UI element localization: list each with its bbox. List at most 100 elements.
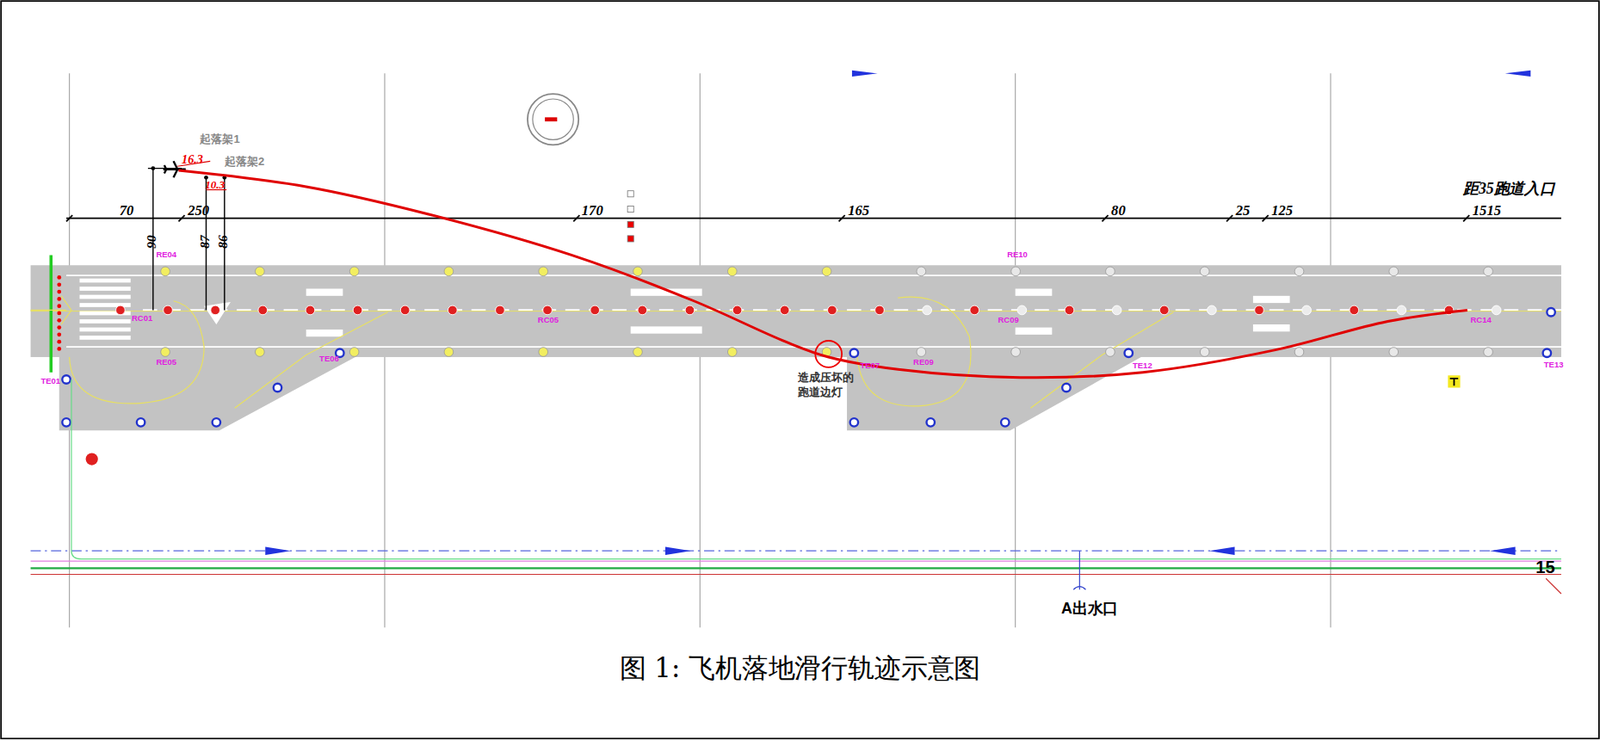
windsock xyxy=(544,117,557,122)
dimension-label: 距35跑道入口 xyxy=(1463,181,1556,198)
dimension-tick xyxy=(66,215,73,222)
figure-caption: 图 1: 飞机落地滑行轨迹示意图 xyxy=(0,654,1600,682)
taxiway xyxy=(846,355,1145,432)
outlet-leader xyxy=(1073,586,1086,591)
dimension-tick xyxy=(839,215,846,222)
marker-square xyxy=(627,205,634,212)
threshold-stripe xyxy=(79,335,130,340)
taxiway xyxy=(59,355,360,432)
light-id: RE04 xyxy=(155,251,177,260)
centerline-light xyxy=(1491,305,1502,316)
taxiway-light xyxy=(1124,348,1133,357)
taxiway-light xyxy=(61,375,70,384)
edge-light xyxy=(633,266,643,277)
centerline-light xyxy=(305,305,316,316)
threshold-light xyxy=(56,290,62,295)
edge-light xyxy=(1389,266,1399,277)
centerline-light xyxy=(400,305,410,316)
runway-marking xyxy=(630,326,703,334)
damage-circle xyxy=(815,340,842,368)
centerline-light xyxy=(352,305,363,316)
dimension-label: 1515 xyxy=(1472,203,1502,219)
edge-light xyxy=(727,266,737,277)
threshold-light xyxy=(56,303,62,309)
annotation: 造成压坏的 跑道边灯 xyxy=(797,370,858,400)
light-id: TE07 xyxy=(859,362,880,371)
windsock xyxy=(532,98,574,140)
taxiway-light xyxy=(212,418,221,427)
dimension-tick xyxy=(1262,215,1269,222)
taxiway-light xyxy=(850,348,859,357)
threshold-light xyxy=(56,296,62,302)
windsock xyxy=(527,93,579,145)
light-id: TE12 xyxy=(1132,362,1153,371)
dimension-label: 16.3 xyxy=(181,153,204,166)
edge-light xyxy=(538,347,549,358)
taxiway-light xyxy=(61,418,70,427)
direction-flag xyxy=(852,70,878,77)
centerline-light xyxy=(543,305,553,316)
marker-square xyxy=(627,235,634,242)
threshold-stripe xyxy=(79,319,130,324)
edge-light xyxy=(444,347,454,358)
marker-square xyxy=(627,191,634,198)
centerline-light xyxy=(779,305,790,316)
pipe-line xyxy=(71,379,1562,560)
centerline-light xyxy=(922,305,933,316)
dimension-label: 87 xyxy=(197,234,211,248)
light-id: RC05 xyxy=(537,316,559,325)
taxiway-light xyxy=(1062,383,1070,392)
flow-arrow xyxy=(665,546,692,555)
centerline-light xyxy=(1017,305,1027,316)
light-id: RC14 xyxy=(1470,316,1491,325)
edge-light xyxy=(1389,347,1399,358)
sign-icon xyxy=(1447,375,1460,388)
edge-light xyxy=(1294,347,1304,358)
centerline-light xyxy=(637,305,648,316)
centerline-light xyxy=(1111,305,1122,316)
threshold-light xyxy=(56,333,62,338)
threshold-light xyxy=(56,325,62,330)
dimension-label: 125 xyxy=(1271,203,1293,219)
threshold-light xyxy=(56,282,62,287)
taxiway-light xyxy=(136,418,145,427)
dimension-label: 86 xyxy=(216,234,229,248)
light-id: TE13 xyxy=(1544,361,1564,370)
light-id: RE09 xyxy=(913,358,934,367)
runway-marking xyxy=(1253,296,1291,303)
runway-marking xyxy=(306,289,344,297)
dimension-label: 250 xyxy=(187,203,210,219)
centerline-light xyxy=(1159,305,1169,316)
light-id: RC09 xyxy=(998,316,1020,325)
threshold-light xyxy=(56,275,62,280)
edge-light xyxy=(255,266,266,277)
runway-marking xyxy=(1015,327,1053,335)
edge-light xyxy=(1483,347,1494,358)
edge-light xyxy=(538,266,549,277)
edge-light xyxy=(349,347,359,358)
edge-light xyxy=(1483,266,1494,277)
sign-icon xyxy=(1450,378,1458,386)
aircraft-track xyxy=(178,170,1467,378)
dimension-tick xyxy=(573,215,580,222)
light-id: TE01 xyxy=(40,377,61,386)
edge-light xyxy=(160,347,171,358)
runway-edge-line xyxy=(66,345,1562,348)
centerline-light xyxy=(685,305,695,316)
centerline-light xyxy=(969,305,980,316)
centerline-light xyxy=(495,305,506,316)
centerline-light xyxy=(1064,305,1075,316)
dimension-tick xyxy=(178,215,185,222)
dimension-label: 25 xyxy=(1235,203,1251,219)
edge-light xyxy=(1105,347,1116,358)
taxiway-light xyxy=(273,383,282,392)
edge-light xyxy=(727,347,737,358)
centerline-light xyxy=(1349,305,1360,316)
edge-light xyxy=(349,266,359,277)
edge-light xyxy=(821,266,832,277)
drain-line xyxy=(30,550,1562,552)
runway xyxy=(30,265,1562,358)
dimension-tick xyxy=(1226,215,1233,222)
